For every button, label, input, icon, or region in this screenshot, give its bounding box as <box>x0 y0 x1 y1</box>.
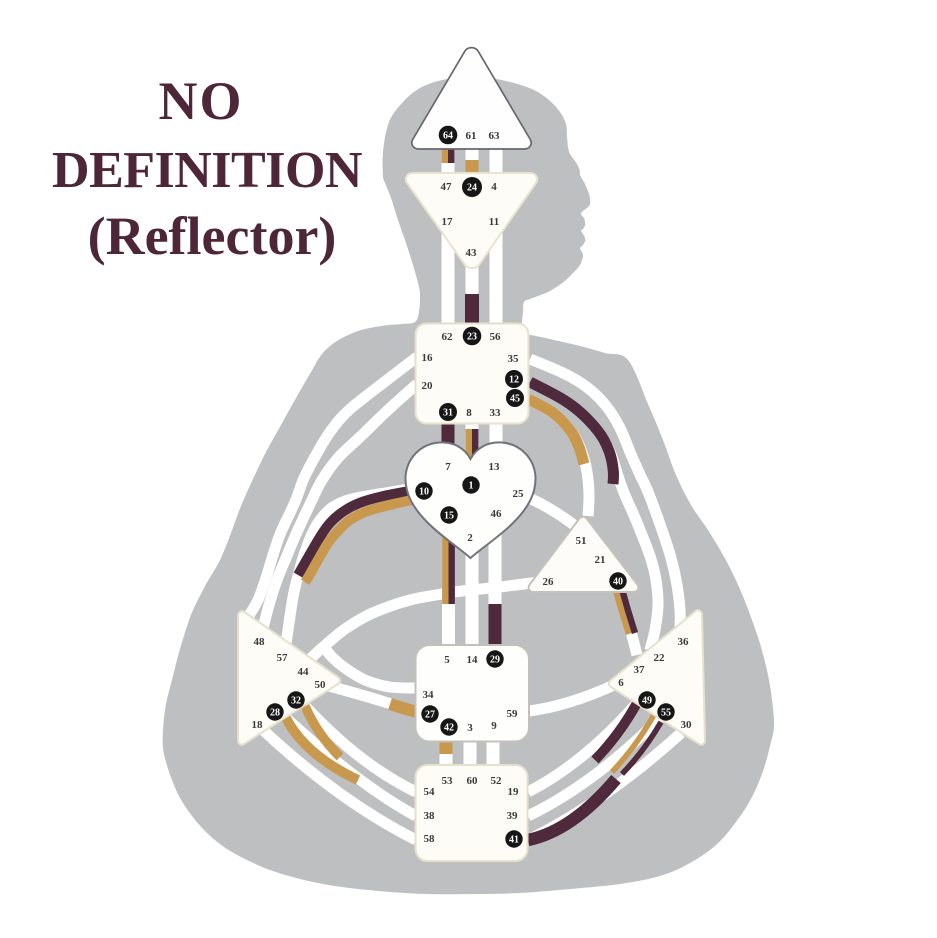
svg-text:18: 18 <box>252 719 264 731</box>
svg-text:55: 55 <box>661 708 671 719</box>
svg-text:14: 14 <box>467 654 479 666</box>
svg-text:62: 62 <box>442 331 454 343</box>
svg-text:63: 63 <box>489 130 501 142</box>
svg-text:64: 64 <box>443 131 453 142</box>
svg-text:41: 41 <box>509 835 519 846</box>
svg-text:53: 53 <box>442 775 454 787</box>
svg-text:19: 19 <box>508 786 520 798</box>
svg-text:24: 24 <box>467 183 477 194</box>
svg-text:20: 20 <box>422 380 434 392</box>
svg-text:49: 49 <box>642 696 652 707</box>
svg-text:17: 17 <box>442 216 454 228</box>
svg-text:54: 54 <box>424 786 436 798</box>
svg-text:33: 33 <box>490 407 502 419</box>
svg-text:42: 42 <box>444 723 454 734</box>
svg-text:DEFINITION: DEFINITION <box>52 142 362 199</box>
svg-text:8: 8 <box>466 407 472 419</box>
svg-text:27: 27 <box>425 710 435 721</box>
svg-text:22: 22 <box>654 652 666 664</box>
svg-text:9: 9 <box>491 720 497 732</box>
svg-text:37: 37 <box>634 664 646 676</box>
svg-text:13: 13 <box>489 461 501 473</box>
svg-text:35: 35 <box>508 353 520 365</box>
svg-text:38: 38 <box>424 810 436 822</box>
svg-text:40: 40 <box>613 577 623 588</box>
svg-text:11: 11 <box>489 216 499 228</box>
svg-text:60: 60 <box>467 775 479 787</box>
svg-text:12: 12 <box>509 375 519 386</box>
svg-text:43: 43 <box>466 247 478 259</box>
svg-text:23: 23 <box>467 332 477 343</box>
svg-text:51: 51 <box>576 535 587 547</box>
svg-text:47: 47 <box>441 181 453 193</box>
svg-text:25: 25 <box>513 488 525 500</box>
svg-text:30: 30 <box>681 719 693 731</box>
svg-text:31: 31 <box>443 408 453 419</box>
svg-text:34: 34 <box>423 689 435 701</box>
svg-text:45: 45 <box>510 394 520 405</box>
svg-text:59: 59 <box>507 708 519 720</box>
svg-text:(Reflector): (Reflector) <box>88 206 337 266</box>
svg-text:7: 7 <box>445 461 451 473</box>
svg-text:28: 28 <box>270 708 280 719</box>
svg-text:52: 52 <box>491 775 503 787</box>
svg-text:48: 48 <box>254 636 266 648</box>
svg-text:10: 10 <box>419 487 429 498</box>
svg-text:2: 2 <box>467 532 473 544</box>
svg-text:46: 46 <box>491 508 503 520</box>
svg-text:15: 15 <box>444 511 454 522</box>
svg-text:1: 1 <box>469 481 474 492</box>
svg-text:5: 5 <box>444 654 450 666</box>
svg-text:50: 50 <box>315 679 327 691</box>
svg-text:57: 57 <box>277 652 289 664</box>
svg-text:6: 6 <box>618 677 624 689</box>
svg-text:16: 16 <box>422 352 434 364</box>
svg-text:58: 58 <box>424 833 436 845</box>
svg-text:26: 26 <box>543 576 555 588</box>
svg-text:3: 3 <box>467 722 473 734</box>
svg-text:39: 39 <box>507 810 519 822</box>
svg-text:32: 32 <box>291 696 301 707</box>
svg-text:36: 36 <box>678 636 690 648</box>
svg-text:56: 56 <box>490 331 502 343</box>
svg-text:21: 21 <box>595 554 606 566</box>
svg-text:NO: NO <box>159 71 244 131</box>
svg-text:61: 61 <box>466 130 477 142</box>
svg-text:44: 44 <box>298 666 310 678</box>
svg-text:4: 4 <box>491 181 497 193</box>
svg-text:29: 29 <box>490 655 500 666</box>
